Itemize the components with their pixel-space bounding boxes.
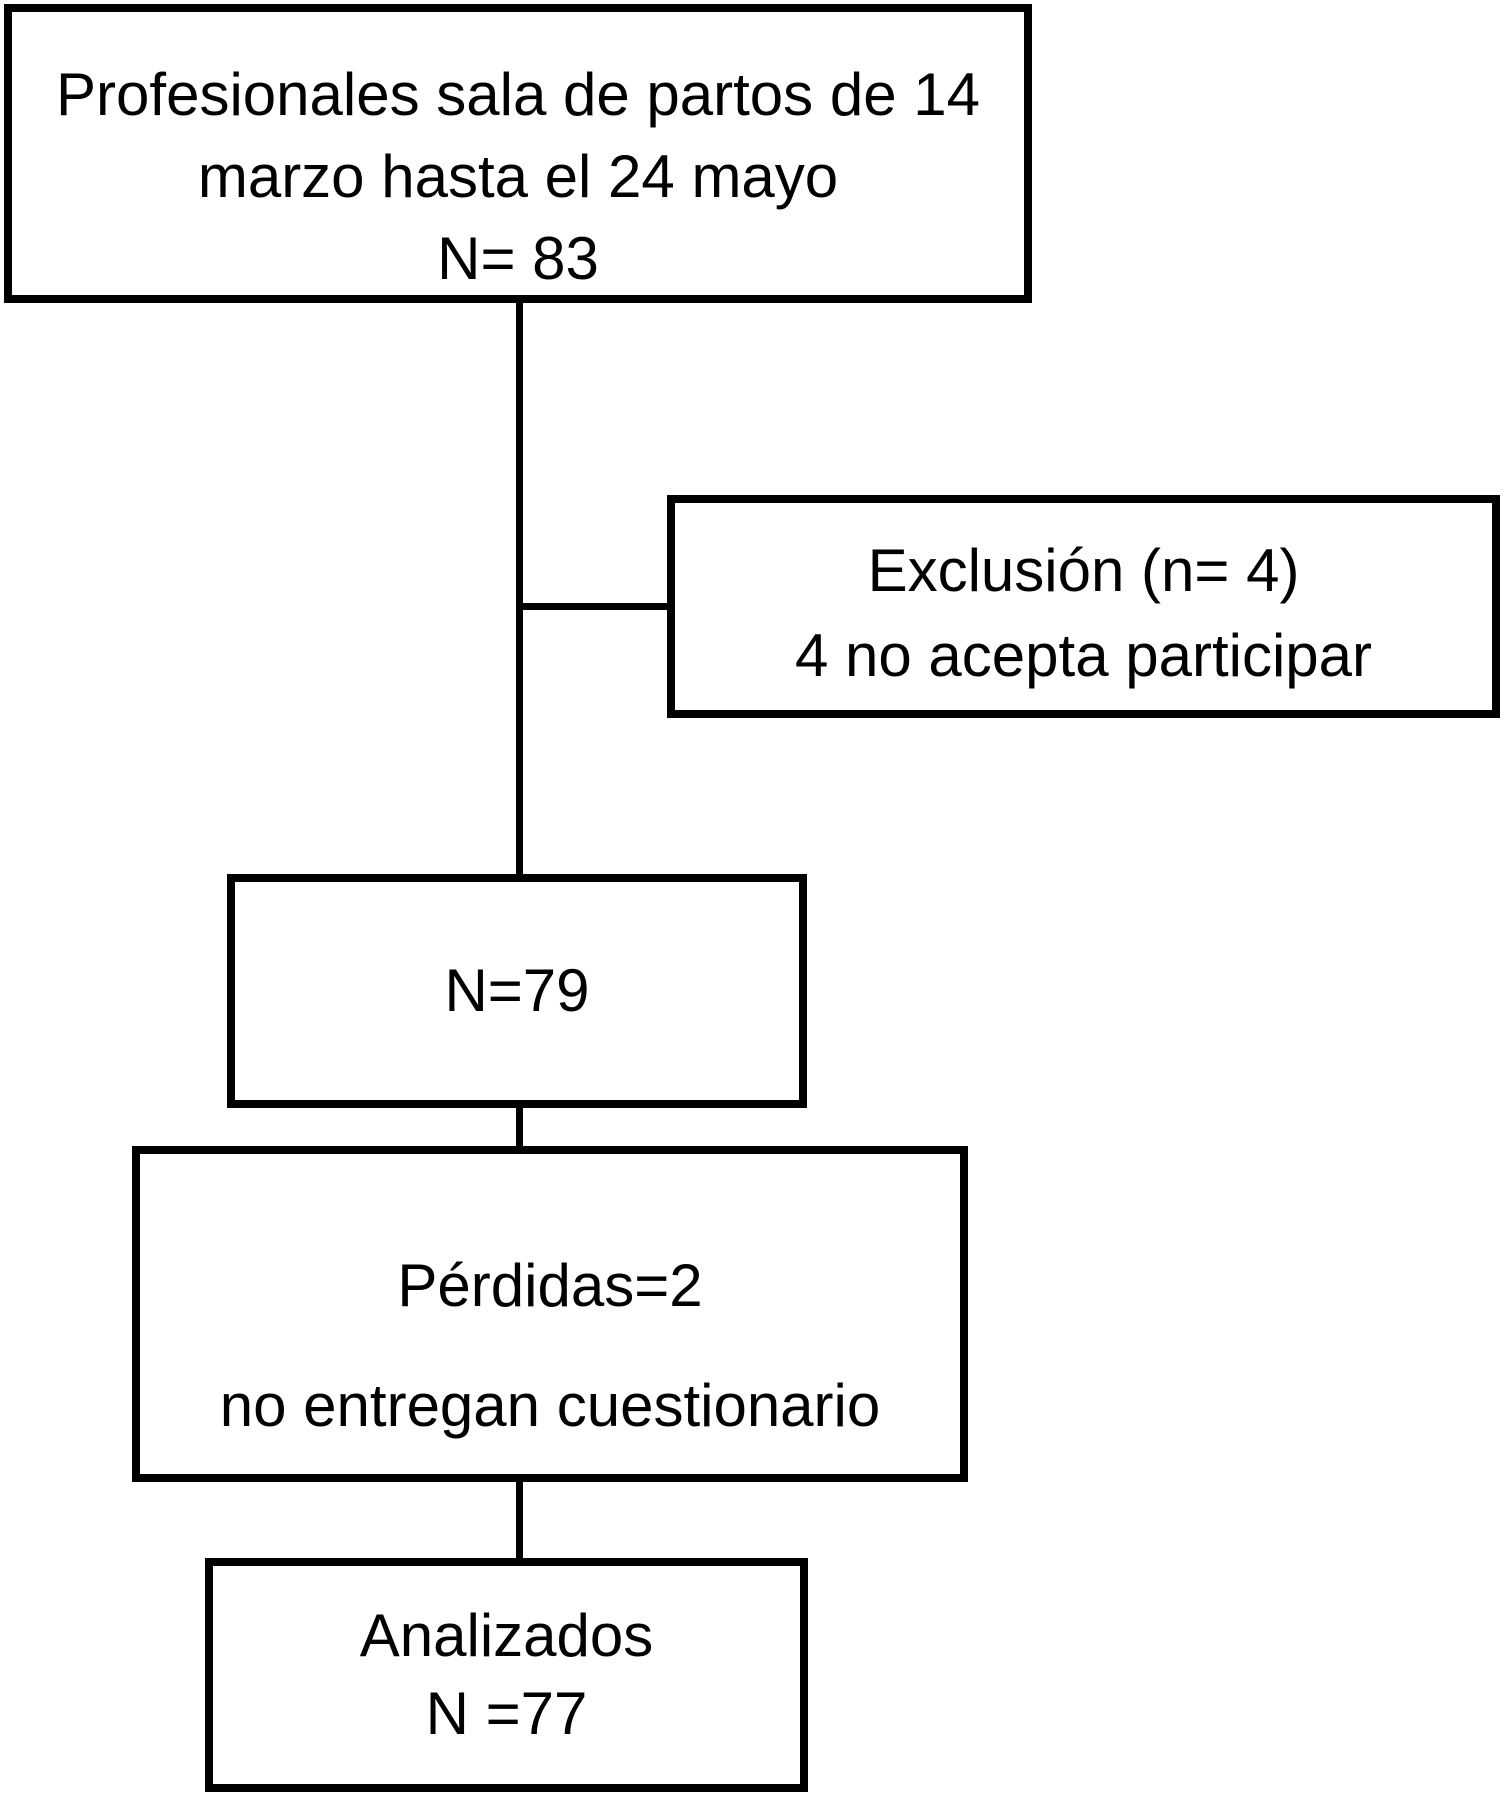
after-exclusion-count: N=79 [444, 957, 590, 1024]
exclusion-box: Exclusión (n= 4) 4 no acepta participar [667, 495, 1500, 718]
enrollment-line-1: Profesionales sala de partos de 14 [56, 60, 980, 128]
exclusion-line-2: 4 no acepta participar [794, 621, 1373, 689]
enrollment-count: N= 83 [437, 224, 599, 292]
exclusion-line-1: Exclusión (n= 4) [867, 536, 1300, 604]
analyzed-box: Analizados N =77 [205, 1558, 808, 1792]
losses-line-2: no entregan cuestionario [219, 1371, 881, 1439]
connector-vertical-top [516, 303, 523, 874]
connector-vertical-middle [516, 1108, 523, 1146]
analyzed-label: Analizados [359, 1602, 654, 1669]
enrollment-box: Profesionales sala de partos de 14 marzo… [4, 4, 1032, 303]
after-exclusion-box: N=79 [227, 874, 807, 1108]
losses-box: Pérdidas=2 no entregan cuestionario [132, 1146, 968, 1482]
losses-line-1: Pérdidas=2 [397, 1251, 703, 1319]
connector-vertical-bottom [516, 1482, 523, 1558]
enrollment-line-2: marzo hasta el 24 mayo [197, 142, 839, 210]
analyzed-count: N =77 [425, 1680, 588, 1747]
connector-horizontal-exclusion [520, 603, 667, 610]
